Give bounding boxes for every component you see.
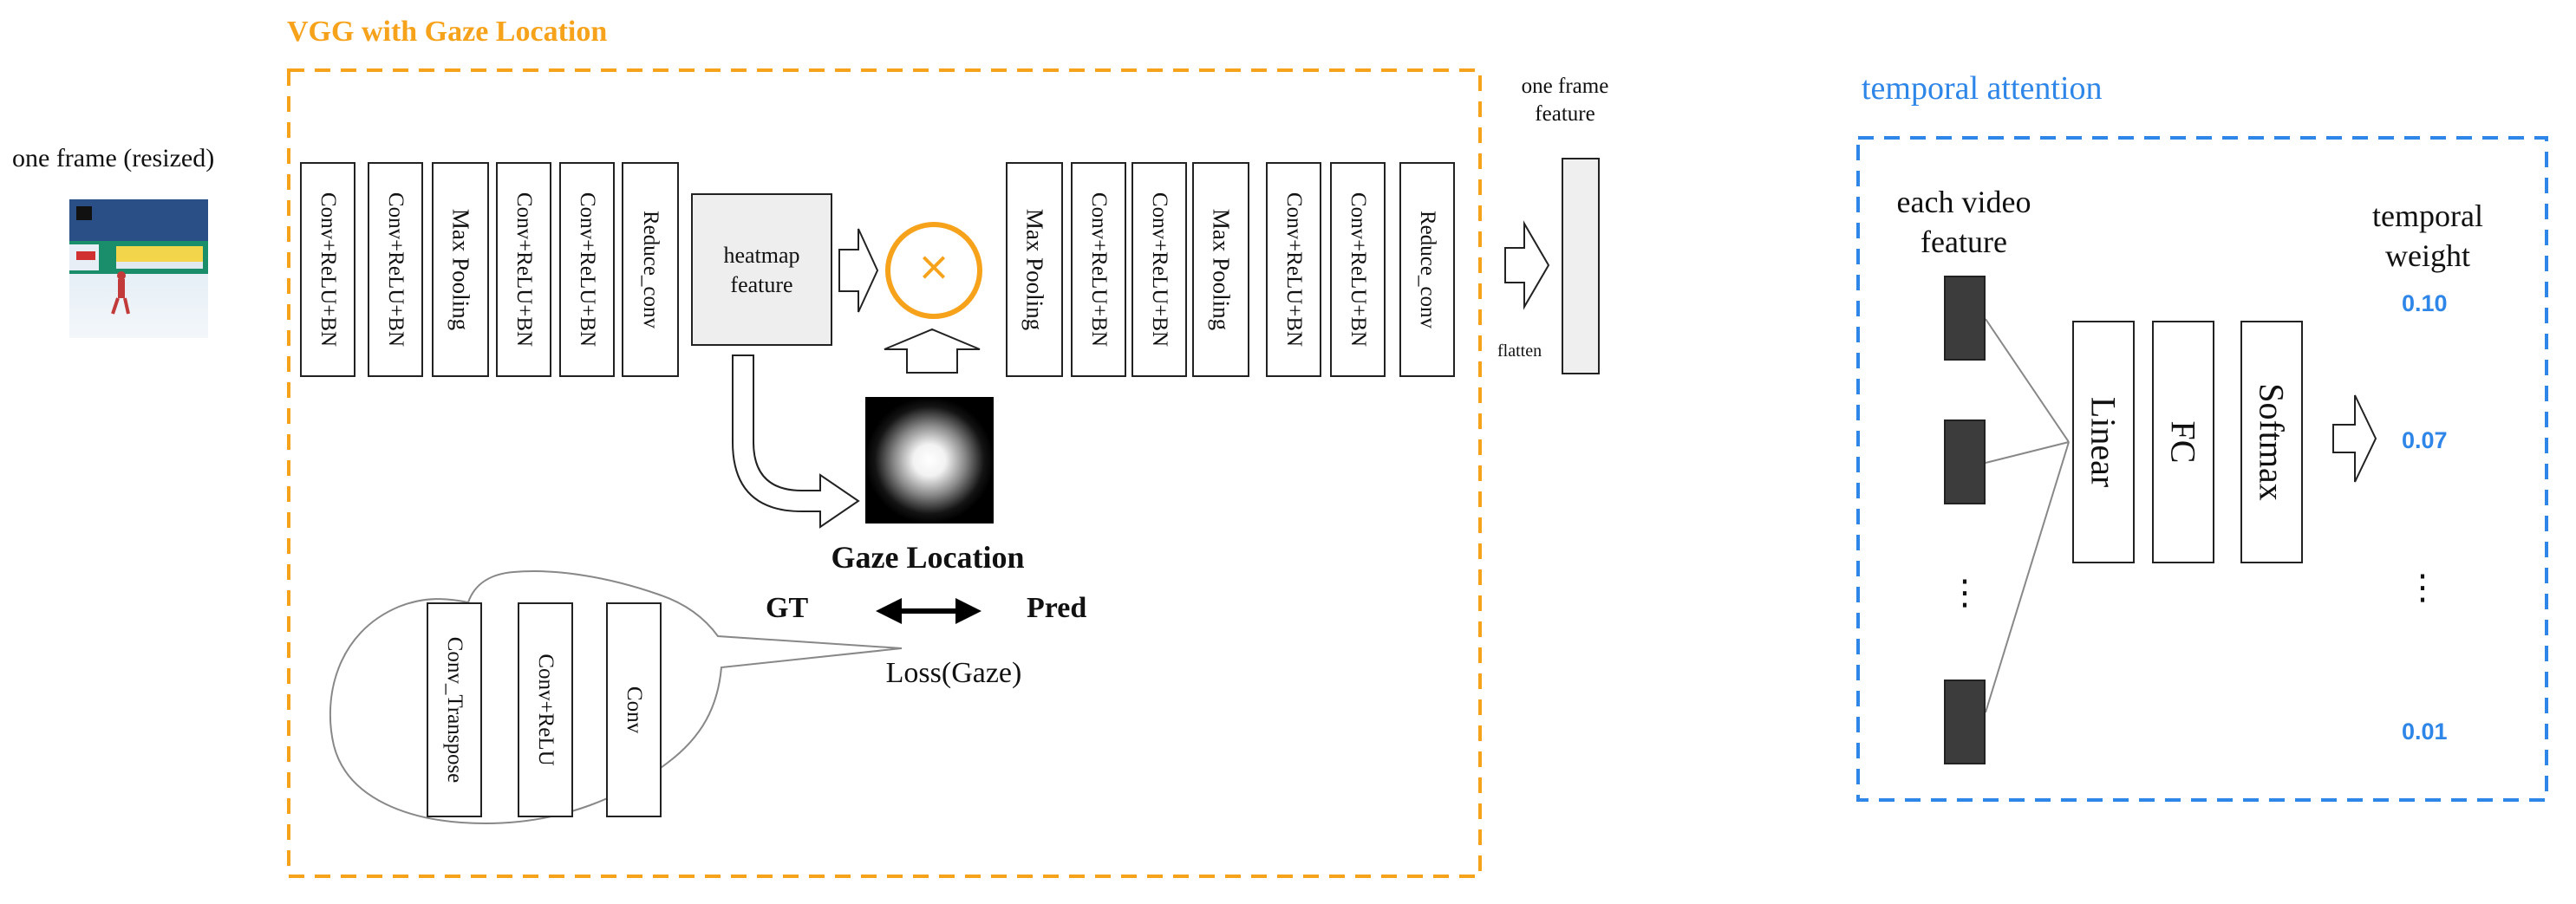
linear-block-label: Linear [2084, 396, 2123, 488]
multiply-symbol: × [916, 243, 951, 289]
temporal-weight-value-2: 0.07 [2402, 427, 2448, 453]
softmax-block-label: Softmax [2252, 383, 2292, 501]
temporal-weight-label-line2: weight [2385, 238, 2470, 273]
video-feature-swatch-n [1944, 680, 1986, 764]
attention-frame [1856, 136, 2548, 802]
video-feature-ellipsis: ⋮ [1947, 573, 1982, 613]
flatten-label: flatten [1497, 341, 1542, 361]
input-frame-image [69, 199, 208, 338]
gt-pred-double-arrow [876, 598, 981, 624]
post-block-6-label: Conv+ReLU+BN [1347, 192, 1370, 348]
encoder-block-1: Conv+ReLU+BN [300, 162, 355, 377]
temporal-weight-label-line1: temporal [2372, 198, 2483, 233]
heatmap-feature-label-line1: heatmap [723, 243, 800, 268]
attention-connectors [1985, 318, 2070, 713]
post-block-2: Conv+ReLU+BN [1071, 162, 1126, 377]
encoder-block-5-label: Conv+ReLU+BN [576, 192, 599, 348]
gaze-location-title: Gaze Location [831, 540, 1025, 575]
video-feature-label-line1: each video [1896, 185, 2031, 219]
post-block-4: Max Pooling [1192, 162, 1249, 377]
temporal-weight-ellipsis: ⋮ [2405, 568, 2440, 608]
heatmap-feature-box: heatmap feature [691, 193, 832, 346]
gt-label: GT [766, 592, 809, 624]
attention-output-arrow [2332, 394, 2377, 483]
flatten-arrow [1504, 220, 1550, 310]
vgg-title: VGG with Gaze Location [287, 16, 608, 48]
decoder-block-2-label: Conv+ReLU [534, 654, 558, 766]
softmax-block: Softmax [2240, 321, 2303, 563]
output-label-line1: one frame [1521, 75, 1609, 98]
heatmap-feature-label-line2: feature [730, 272, 793, 297]
post-block-5: Conv+ReLU+BN [1266, 162, 1321, 377]
gaze-heatmap-image [865, 397, 994, 524]
arrow-gaze-to-multiply [884, 328, 981, 374]
loss-label: Loss(Gaze) [885, 657, 1022, 689]
encoder-block-1-label: Conv+ReLU+BN [316, 192, 340, 348]
attention-title: temporal attention [1862, 70, 2103, 107]
input-frame-label: one frame (resized) [12, 144, 215, 172]
encoder-block-5: Conv+ReLU+BN [559, 162, 615, 377]
fc-block: FC [2152, 321, 2214, 563]
post-block-4-label: Max Pooling [1208, 208, 1235, 331]
video-feature-swatch-1 [1944, 276, 1986, 361]
post-block-7: Reduce_conv [1399, 162, 1455, 377]
post-block-5-label: Conv+ReLU+BN [1282, 192, 1306, 348]
decoder-block-3: Conv [606, 602, 662, 817]
vgg-frame [287, 68, 1482, 878]
encoder-block-3-label: Max Pooling [447, 208, 474, 331]
arrow-heatmap-to-multiply [838, 228, 879, 313]
encoder-block-6-label: Reduce_conv [639, 210, 662, 329]
post-block-1: Max Pooling [1006, 162, 1063, 377]
video-feature-swatch-2 [1944, 419, 1986, 504]
post-block-3: Conv+ReLU+BN [1131, 162, 1187, 377]
post-block-7-label: Reduce_conv [1416, 210, 1439, 329]
decoder-block-1-label: Conv_Transpose [443, 636, 466, 784]
output-label-line2: feature [1535, 102, 1595, 126]
pred-label: Pred [1027, 592, 1087, 624]
frame-feature-bar [1562, 158, 1600, 374]
post-block-3-label: Conv+ReLU+BN [1148, 192, 1171, 348]
encoder-block-4: Conv+ReLU+BN [496, 162, 551, 377]
decoder-block-2: Conv+ReLU [518, 602, 573, 817]
encoder-block-2-label: Conv+ReLU+BN [384, 192, 408, 348]
fc-block-label: FC [2163, 420, 2203, 464]
post-block-2-label: Conv+ReLU+BN [1087, 192, 1111, 348]
video-feature-label-line2: feature [1921, 224, 2007, 259]
temporal-weight-value-n: 0.01 [2402, 719, 2448, 745]
decoder-block-1: Conv_Transpose [427, 602, 482, 817]
encoder-block-4-label: Conv+ReLU+BN [512, 192, 536, 348]
decoder-block-3-label: Conv [623, 686, 646, 734]
encoder-block-3: Max Pooling [432, 162, 489, 377]
temporal-weight-value-1: 0.10 [2402, 290, 2448, 316]
encoder-block-2: Conv+ReLU+BN [368, 162, 423, 377]
encoder-block-6: Reduce_conv [622, 162, 679, 377]
arrow-heatmap-to-gaze [732, 354, 860, 529]
post-block-1-label: Max Pooling [1021, 208, 1048, 331]
post-block-6: Conv+ReLU+BN [1330, 162, 1386, 377]
linear-block: Linear [2072, 321, 2135, 563]
multiply-circle [885, 222, 982, 319]
